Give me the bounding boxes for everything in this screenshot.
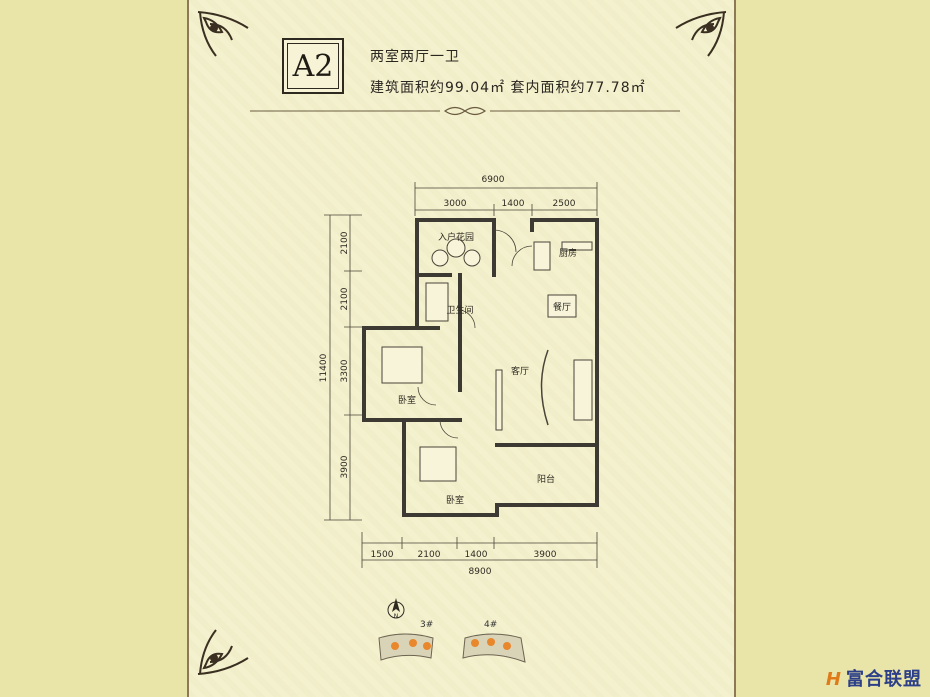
dim-top-2: 1400 xyxy=(502,199,525,209)
unit-code-badge: A2 xyxy=(282,38,344,94)
layout-type: 两室两厅一卫 xyxy=(370,49,460,65)
room-entry-garden: 入户花园 xyxy=(438,231,474,243)
watermark-mark: H xyxy=(825,669,842,690)
dim-left-4: 3900 xyxy=(340,455,350,478)
dim-bottom-total: 8900 xyxy=(469,567,492,577)
corner-ornament-bottom-left xyxy=(197,629,249,675)
dim-left-1: 2100 xyxy=(340,231,350,254)
room-bathroom: 卫生间 xyxy=(446,304,473,316)
north-label: N xyxy=(394,613,399,620)
dim-top-3: 2500 xyxy=(553,199,576,209)
dim-bottom-4: 3900 xyxy=(534,550,557,560)
dim-left-3: 3300 xyxy=(340,359,350,382)
room-kitchen: 厨房 xyxy=(559,247,577,259)
watermark-text: 富合联盟 xyxy=(846,669,922,690)
dim-bottom-1: 1500 xyxy=(371,550,394,560)
floor-plan: 6900 3000 1400 2500 1500 2100 1400 3900 … xyxy=(319,175,599,577)
corner-ornament-top-left xyxy=(197,11,249,57)
room-balcony: 阳台 xyxy=(537,473,555,485)
corner-ornament-top-right xyxy=(675,11,727,57)
room-bedroom-1: 卧室 xyxy=(398,394,416,406)
room-dining: 餐厅 xyxy=(553,301,571,313)
area-info: 建筑面积约99.04㎡ 套内面积约77.78㎡ xyxy=(370,80,646,96)
dim-left-total: 11400 xyxy=(319,353,329,382)
ornamental-divider xyxy=(250,106,680,116)
dim-top-1: 3000 xyxy=(444,199,467,209)
room-living: 客厅 xyxy=(511,365,529,377)
north-arrow-icon: N xyxy=(387,598,405,620)
dim-bottom-2: 2100 xyxy=(418,550,441,560)
dim-top-total: 6900 xyxy=(482,175,505,185)
site-plan xyxy=(378,633,526,663)
building-4-label: 4# xyxy=(484,620,498,630)
building-3-label: 3# xyxy=(420,620,434,630)
dim-left-2: 2100 xyxy=(340,287,350,310)
unit-code: A2 xyxy=(292,48,334,84)
dim-bottom-3: 1400 xyxy=(465,550,488,560)
room-bedroom-2: 卧室 xyxy=(446,494,464,506)
